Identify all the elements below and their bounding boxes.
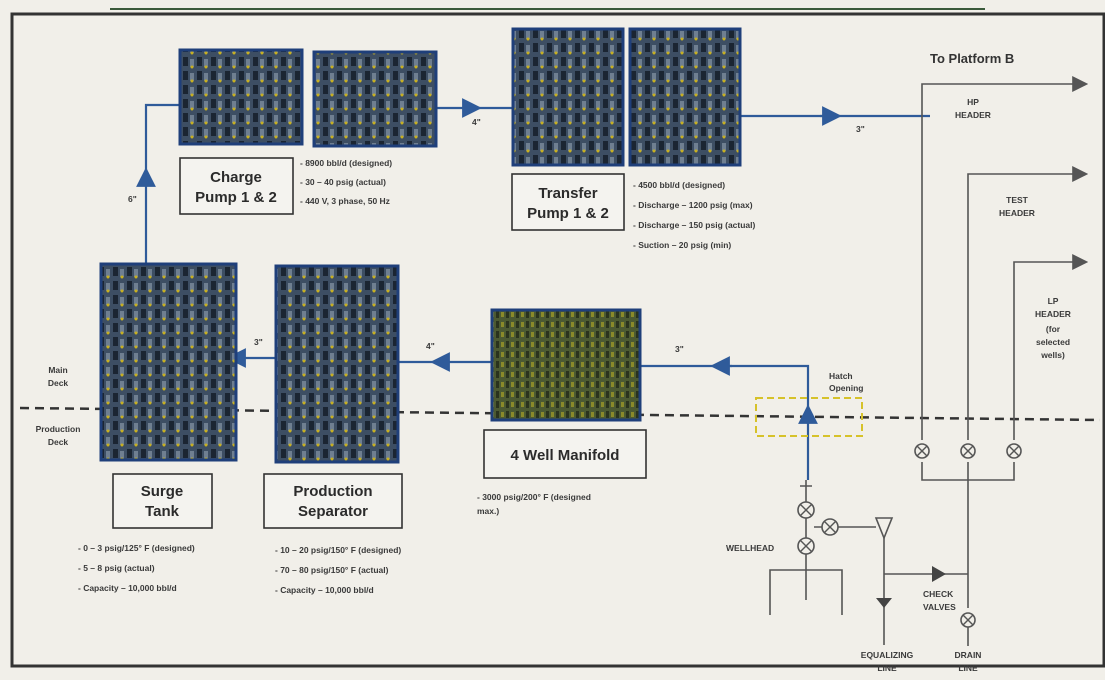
transfer-pump-spec-4: - Suction – 20 psig (min) bbox=[633, 240, 731, 250]
separator-spec-1: - 10 – 20 psig/150° F (designed) bbox=[275, 545, 401, 555]
wellhead-label: WELLHEAD bbox=[726, 543, 774, 553]
hatch-label-1: Hatch bbox=[829, 371, 853, 381]
svg-text:Pump 1 & 2: Pump 1 & 2 bbox=[527, 205, 609, 222]
transfer-pump-spec-3: - Discharge – 150 psig (actual) bbox=[633, 220, 756, 230]
transfer-pump-1-photo bbox=[513, 29, 623, 165]
main-deck-label-1: Main bbox=[48, 365, 67, 375]
charge-pump-2-photo bbox=[314, 52, 436, 146]
lp-header-valve[interactable] bbox=[1007, 444, 1021, 458]
to-platform-label: To Platform B bbox=[930, 51, 1014, 66]
wellhead-lower-valve[interactable] bbox=[798, 538, 814, 554]
pipe-surge-to-charge bbox=[146, 105, 180, 264]
svg-text:4 Well Manifold: 4 Well Manifold bbox=[511, 447, 620, 464]
svg-text:Pump 1 & 2: Pump 1 & 2 bbox=[195, 189, 277, 206]
equalizing-line-label-1: EQUALIZING bbox=[861, 650, 914, 660]
manifold-spec-2: max.) bbox=[477, 506, 499, 516]
wellhead-wing-valve[interactable] bbox=[822, 519, 838, 535]
transfer-pump-spec-1: - 4500 bbl/d (designed) bbox=[633, 180, 725, 190]
lp-header-label-3: (for bbox=[1046, 324, 1061, 334]
check-valves-label-1: CHECK bbox=[923, 589, 954, 599]
drain-valve[interactable] bbox=[961, 613, 975, 627]
svg-text:Separator: Separator bbox=[298, 503, 368, 520]
separator-spec-2: - 70 – 80 psig/150° F (actual) bbox=[275, 565, 389, 575]
separator-spec-3: - Capacity – 10,000 bbl/d bbox=[275, 585, 374, 595]
svg-text:Charge: Charge bbox=[210, 169, 262, 186]
check-valves-label-2: VALVES bbox=[923, 602, 956, 612]
charge-pump-spec-3: - 440 V, 3 phase, 50 Hz bbox=[300, 196, 390, 206]
surge-tank-spec-2: - 5 – 8 psig (actual) bbox=[78, 563, 155, 573]
production-deck-label-2: Deck bbox=[48, 437, 69, 447]
charge-pump-1-photo bbox=[180, 50, 302, 144]
test-header-valve[interactable] bbox=[961, 444, 975, 458]
pipe-size-charge-to-transfer: 4" bbox=[472, 117, 481, 127]
transfer-pump-title-box: Transfer Pump 1 & 2 bbox=[512, 174, 624, 230]
svg-text:Transfer: Transfer bbox=[538, 185, 597, 202]
svg-text:Tank: Tank bbox=[145, 503, 180, 520]
hp-header-label-1: HP bbox=[967, 97, 979, 107]
drain-line-label-1: DRAIN bbox=[955, 650, 982, 660]
pipe-size-transfer-out: 3" bbox=[856, 124, 865, 134]
surge-tank-title-box: Surge Tank bbox=[113, 474, 212, 528]
test-header-label-2: HEADER bbox=[999, 208, 1035, 218]
wellhead-choke bbox=[876, 518, 892, 538]
pipe-size-sep-to-surge: 3" bbox=[254, 337, 263, 347]
hp-header-valve[interactable] bbox=[915, 444, 929, 458]
wellhead-master-valve[interactable] bbox=[798, 502, 814, 518]
equalizing-line-label-2: LINE bbox=[877, 663, 897, 673]
svg-text:Surge: Surge bbox=[141, 483, 184, 500]
main-deck-label-2: Deck bbox=[48, 378, 69, 388]
production-separator-photo bbox=[276, 266, 398, 462]
lp-header-label-4: selected bbox=[1036, 337, 1070, 347]
check-valve-upper bbox=[932, 566, 946, 582]
pipe-size-surge-up: 6" bbox=[128, 194, 137, 204]
transfer-pump-2-photo bbox=[630, 29, 740, 165]
svg-text:Production: Production bbox=[293, 483, 372, 500]
manifold-photo bbox=[492, 310, 640, 420]
manifold-spec-1: - 3000 psig/200° F (designed bbox=[477, 492, 591, 502]
manifold-title-box: 4 Well Manifold bbox=[484, 430, 646, 478]
charge-pump-title-box: Charge Pump 1 & 2 bbox=[180, 158, 293, 214]
production-deck-label-1: Production bbox=[36, 424, 81, 434]
pipe-wellhead-to-manifold bbox=[640, 366, 808, 480]
hatch-label-2: Opening bbox=[829, 383, 863, 393]
hp-header-label-2: HEADER bbox=[955, 110, 991, 120]
transfer-pump-spec-2: - Discharge – 1200 psig (max) bbox=[633, 200, 753, 210]
charge-pump-spec-2: - 30 – 40 psig (actual) bbox=[300, 177, 386, 187]
test-header-label-1: TEST bbox=[1006, 195, 1029, 205]
surge-tank-spec-1: - 0 – 3 psig/125° F (designed) bbox=[78, 543, 195, 553]
production-separator-title-box: Production Separator bbox=[264, 474, 402, 528]
lp-header-label-1: LP bbox=[1048, 296, 1059, 306]
lp-header-label-5: wells) bbox=[1040, 350, 1065, 360]
pipe-size-wellhead-to-manifold: 3" bbox=[675, 344, 684, 354]
header-collector-line bbox=[922, 462, 1014, 608]
surge-tank-photo bbox=[101, 264, 236, 460]
lp-header-label-2: HEADER bbox=[1035, 309, 1071, 319]
charge-pump-spec-1: - 8900 bbl/d (designed) bbox=[300, 158, 392, 168]
drain-line-label-2: LINE bbox=[958, 663, 978, 673]
check-valve-lower bbox=[876, 598, 892, 608]
pipe-size-manifold-to-sep: 4" bbox=[426, 341, 435, 351]
surge-tank-spec-3: - Capacity – 10,000 bbl/d bbox=[78, 583, 177, 593]
